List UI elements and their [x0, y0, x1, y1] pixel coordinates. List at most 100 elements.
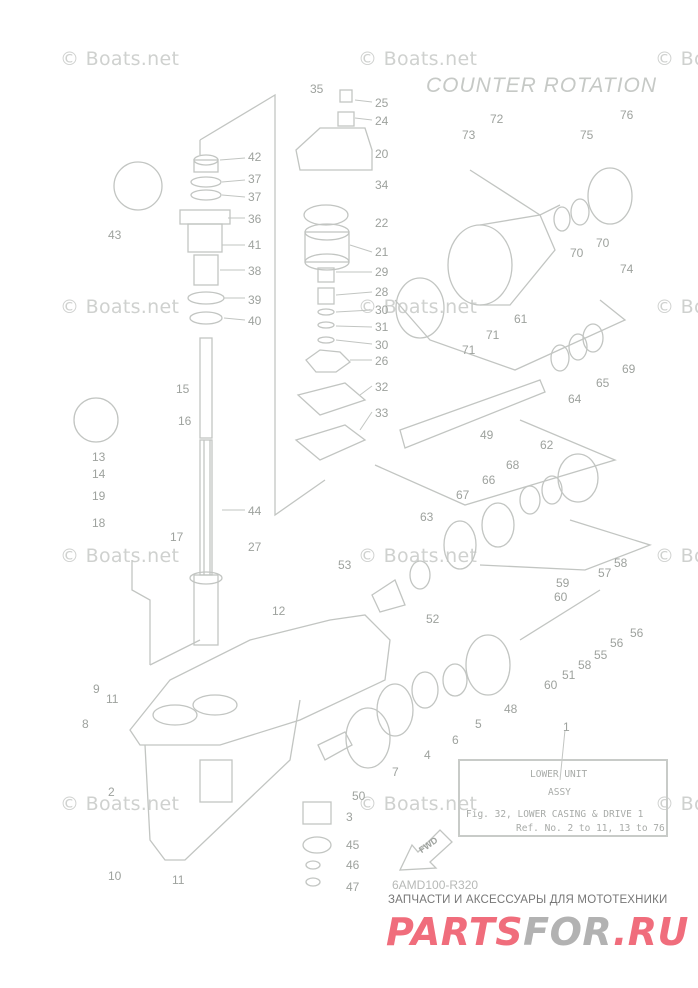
callout-number[interactable]: 31 [375, 320, 389, 334]
callout-number[interactable]: 67 [456, 488, 470, 502]
watermark: © Boats.net [60, 545, 180, 567]
callout-number[interactable]: 68 [506, 458, 520, 472]
watermark: © Boats.net [655, 793, 698, 815]
callout-number[interactable]: 46 [346, 858, 360, 872]
callout-number[interactable]: 34 [375, 178, 389, 192]
callout-number[interactable]: 71 [462, 343, 476, 357]
callout-number[interactable]: 71 [486, 328, 500, 342]
callout-number[interactable]: 1 [563, 720, 570, 734]
callout-number[interactable]: 8 [82, 717, 89, 731]
callout-number[interactable]: 43 [108, 228, 122, 242]
callout-number[interactable]: 62 [540, 438, 554, 452]
callout-number[interactable]: 10 [108, 869, 122, 883]
callout-number[interactable]: 30 [375, 303, 389, 317]
callout-number[interactable]: 21 [375, 245, 389, 259]
callout-number[interactable]: 19 [92, 489, 106, 503]
callout-number[interactable]: 29 [375, 265, 389, 279]
callout-number[interactable]: 44 [248, 504, 262, 518]
site-logo-part1: PARTS [386, 910, 524, 954]
callout-number[interactable]: 9 [93, 682, 100, 696]
callout-number[interactable]: 58 [578, 658, 592, 672]
callout-number[interactable]: 55 [594, 648, 608, 662]
callout-number[interactable]: 58 [614, 556, 628, 570]
callout-number[interactable]: 12 [272, 604, 286, 618]
callout-number[interactable]: 28 [375, 285, 389, 299]
callout-number[interactable]: 50 [352, 789, 366, 803]
callout-number[interactable]: 37 [248, 172, 262, 186]
callout-number[interactable]: 63 [420, 510, 434, 524]
watermark: © Boats.net [655, 545, 698, 567]
callout-number[interactable]: 41 [248, 238, 262, 252]
callout-number[interactable]: 16 [178, 414, 192, 428]
callout-number[interactable]: 59 [556, 576, 570, 590]
callout-number[interactable]: 45 [346, 838, 360, 852]
callout-number[interactable]: 7 [392, 765, 399, 779]
callout-number[interactable]: 51 [562, 668, 576, 682]
callout-number[interactable]: 38 [248, 264, 262, 278]
callout-number[interactable]: 30 [375, 338, 389, 352]
callout-number[interactable]: 5 [475, 717, 482, 731]
callout-number[interactable]: 56 [630, 626, 644, 640]
callout-number[interactable]: 36 [248, 212, 262, 226]
callout-number[interactable]: 64 [568, 392, 582, 406]
callout-number[interactable]: 57 [598, 566, 612, 580]
callout-number[interactable]: 2 [108, 785, 115, 799]
fwd-arrow [398, 829, 453, 871]
frame-lines [131, 93, 652, 666]
callout-number[interactable]: 15 [176, 382, 190, 396]
callout-number[interactable]: 70 [570, 246, 584, 260]
callout-number[interactable]: 33 [375, 406, 389, 420]
callout-number[interactable]: 75 [580, 128, 594, 142]
callout-number[interactable]: 60 [544, 678, 558, 692]
watermark: © Boats.net [60, 48, 180, 70]
callout-number[interactable]: 47 [346, 880, 360, 894]
callout-number[interactable]: 35 [310, 82, 324, 96]
callout-number[interactable]: 70 [596, 236, 610, 250]
callout-number[interactable]: 6 [452, 733, 459, 747]
callout-number[interactable]: 66 [482, 473, 496, 487]
callout-number[interactable]: 60 [554, 590, 568, 604]
callout-number[interactable]: 26 [375, 354, 389, 368]
callout-number[interactable]: 69 [622, 362, 636, 376]
callout-number[interactable]: 22 [375, 216, 389, 230]
callout-number[interactable]: 40 [248, 314, 262, 328]
callout-number[interactable]: 42 [248, 150, 262, 164]
callout-number[interactable]: 73 [462, 128, 476, 142]
callout-number[interactable]: 4 [424, 748, 431, 762]
callout-number[interactable]: 37 [248, 190, 262, 204]
callout-number[interactable]: 3 [346, 810, 353, 824]
lower-casing [129, 614, 391, 861]
callout-number[interactable]: 76 [620, 108, 634, 122]
callout-number[interactable]: 53 [338, 558, 352, 572]
callout-number[interactable]: 49 [480, 428, 494, 442]
site-logo-part2: FOR [523, 910, 613, 954]
callout-number[interactable]: 11 [106, 692, 119, 706]
callout-number[interactable]: 18 [92, 516, 106, 530]
callout-number[interactable]: 25 [375, 96, 389, 110]
diagram-code: 6AMD100-R320 [392, 878, 479, 892]
callout-number[interactable]: 61 [514, 312, 528, 326]
callout-number[interactable]: 52 [426, 612, 440, 626]
callout-number[interactable]: 65 [596, 376, 610, 390]
callout-number[interactable]: 56 [610, 636, 624, 650]
watermark: © Boats.net [655, 48, 698, 70]
site-logo-part3: .RU [612, 910, 689, 954]
callout-number[interactable]: 20 [375, 147, 389, 161]
callout-number[interactable]: 17 [170, 530, 184, 544]
callout-number[interactable]: 24 [375, 114, 389, 128]
callout-number[interactable]: 27 [248, 540, 262, 554]
callout-number[interactable]: 72 [490, 112, 504, 126]
callout-number[interactable]: 74 [620, 262, 634, 276]
info-line-3: Fig. 32, LOWER CASING & DRIVE 1 [466, 809, 644, 820]
callout-number[interactable]: 32 [375, 380, 389, 394]
callout-number[interactable]: 39 [248, 293, 262, 307]
callout-number[interactable]: 13 [92, 450, 106, 464]
site-logo[interactable]: PARTSFOR.RU [386, 910, 689, 954]
callout-number[interactable]: 11 [172, 873, 185, 887]
watermark: © Boats.net [358, 296, 478, 318]
info-line-2: ASSY [548, 787, 571, 798]
callout-number[interactable]: 48 [504, 702, 518, 716]
bottom-gear-stack [302, 801, 332, 887]
info-line-4: Ref. No. 2 to 11, 13 to 76 [516, 823, 665, 834]
callout-number[interactable]: 14 [92, 467, 106, 481]
